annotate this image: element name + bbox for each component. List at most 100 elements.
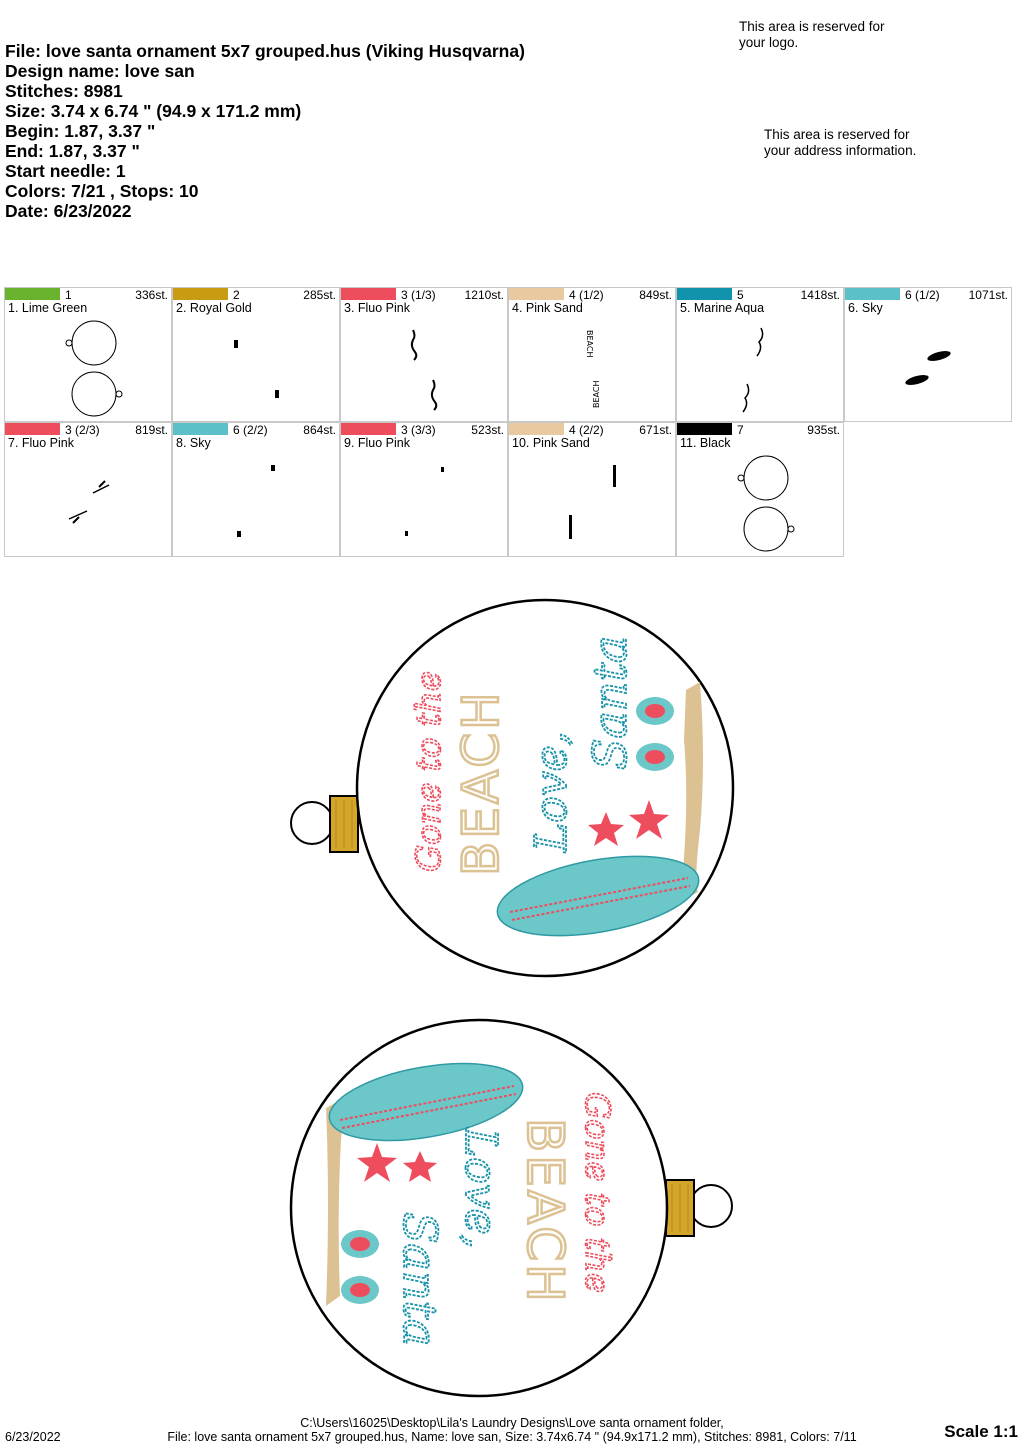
svg-text:BEACH: BEACH [585,330,594,357]
swatch-color [341,288,396,300]
swatch-number: 4 (1/2) [569,288,604,302]
scale-label: Scale 1:1 [944,1422,1018,1441]
color-swatch-cell: 3 (1/3)1210st.3. Fluo Pink [340,287,508,422]
santa-text: Santa [583,636,637,770]
stripe-marks-icon [68,480,110,524]
swatch-color [341,423,396,435]
flipflop-marks-icon [237,465,275,537]
swatch-name: 4. Pink Sand [512,301,583,315]
design-name: Design name: love san [5,61,195,81]
design-preview: Gone to the BEACH Love, Santa Gone to th… [289,598,735,1398]
swatch-number: 1 [65,288,72,302]
ornament-outline-icon [65,320,123,417]
ornament-bottom: Gone to the BEACH Love, Santa [289,1018,733,1398]
swatch-stitches: 1210st. [464,288,504,302]
color-swatch-cell: 5 1418st. 5. Marine Aqua [676,287,844,422]
file-line: File: love santa ornament 5x7 grouped.hu… [5,41,525,61]
gone-to-the-text: Gone to the [409,671,449,872]
swatch-color [509,423,564,435]
beach-text: BEACH [516,1118,574,1305]
color-swatch-cell: 3 (2/3) 819st. 7. Fluo Pink [4,422,172,557]
hanger-loop-icon [689,1184,733,1228]
sand-strip [680,682,703,902]
surfboard-fill-icon [905,351,951,385]
swatch-stitches: 1418st. [800,288,840,302]
beach-text: BEACH [452,689,510,876]
gone-to-the-text: Gone to the [577,1092,617,1293]
starfish-icon [629,800,669,839]
swatch-name: 8. Sky [176,436,211,450]
swatch-stitches: 1071st. [968,288,1008,302]
footer-date: 6/23/2022 [5,1430,61,1444]
end-point: End: 1.87, 3.37 " [5,141,140,161]
swatch-color [845,288,900,300]
swatch-color [173,423,228,435]
swatch-color [677,423,732,435]
color-swatch-cell: 6 (2/2) 864st. 8. Sky [172,422,340,557]
swatch-number: 3 (3/3) [401,423,436,437]
swatch-row: 3 (2/3) 819st. 7. Fluo Pink 6 (2/2) 864st. 8.… [4,422,1014,557]
start-needle: Start needle: 1 [5,161,126,181]
color-stops: Colors: 7/21 , Stops: 10 [5,181,199,201]
swatch-stitches: 849st. [639,288,672,302]
swatch-name: 9. Fluo Pink [344,436,411,450]
swatch-number: 2 [233,288,240,302]
swatch-stitches: 523st. [471,423,504,437]
swatch-name: 11. Black [680,436,731,450]
swatch-number: 5 [737,288,744,302]
swatch-name: 5. Marine Aqua [680,301,765,315]
design-size: Size: 3.74 x 6.74 " (94.9 x 171.2 mm) [5,101,302,121]
stitch-count: Stitches: 8981 [5,81,123,101]
swatch-number: 3 (2/3) [65,423,100,437]
starfish-icon [403,1151,437,1182]
swatch-number: 7 [737,423,744,437]
swatch-name: 1. Lime Green [8,301,88,315]
starfish-icon [588,812,624,846]
swatch-number: 6 (1/2) [905,288,940,302]
ornament-outline-icon [737,455,795,552]
footer-path: C:\Users\16025\Desktop\Lila's Laundry De… [300,1416,724,1430]
design-date: Date: 6/23/2022 [5,201,132,221]
swatch-number: 4 (2/2) [569,423,604,437]
swatch-name: 6. Sky [848,301,883,315]
swatch-stitches: 671st. [639,423,672,437]
swatch-stitches: 935st. [807,423,840,437]
beach-text-icon: BEACH BEACH [585,330,601,408]
color-swatch-cell: 1 336st. 1. Lime Green [4,287,172,422]
love-text: Love, [526,731,577,853]
swatch-stitches: 336st. [135,288,168,302]
footer-file-line: File: love santa ornament 5x7 grouped.hu… [167,1430,857,1444]
swatch-name: 3. Fluo Pink [344,301,411,315]
sand-bar-icon [569,465,616,539]
begin-point: Begin: 1.87, 3.37 " [5,121,156,141]
swatch-color [173,288,228,300]
swatch-color [5,423,60,435]
svg-text:BEACH: BEACH [592,381,601,408]
sand-strip [326,1098,344,1306]
swatch-name: 7. Fluo Pink [8,436,75,450]
swatch-stitches: 864st. [303,423,336,437]
swatch-number: 6 (2/2) [233,423,268,437]
surfboard-icon [496,855,700,937]
ornament-top: Gone to the BEACH Love, Santa [290,598,735,978]
swatch-color [677,288,732,300]
color-swatch-cell: 6 (1/2) 1071st. 6. Sky [844,287,1012,422]
swatch-name: 2. Royal Gold [176,301,252,315]
swatch-name: 10. Pink Sand [512,436,590,450]
swatch-color [5,288,60,300]
color-swatch-cell: 7 935st. 11. Black [676,422,844,557]
small-marks-icon [405,467,444,536]
script-text-icon [410,329,438,411]
swatch-stitches: 819st. [135,423,168,437]
flip-flops-icon [341,1230,379,1304]
hanger-loop-icon [290,801,334,845]
love-text: Love, [455,1127,506,1249]
love-santa-text-icon [742,327,764,413]
cap-marks-icon [234,340,279,398]
starfish-icon [357,1143,397,1182]
color-swatch-cell: 3 (3/3) 523st. 9. Fluo Pink [340,422,508,557]
